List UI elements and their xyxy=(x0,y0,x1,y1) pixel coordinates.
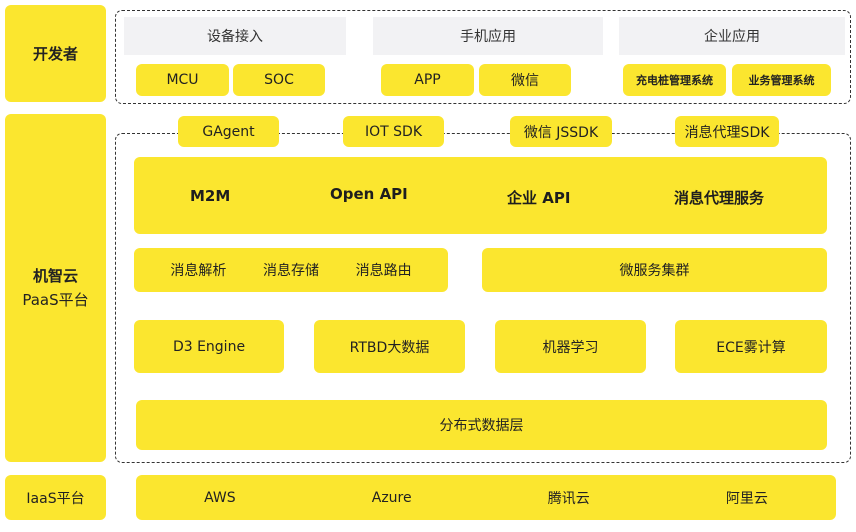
engine-label: RTBD大数据 xyxy=(349,339,430,356)
iaas-layer-label: IaaS平台 xyxy=(5,475,106,520)
developer-container xyxy=(115,10,851,104)
group-title: 手机应用 xyxy=(460,29,516,45)
item-business-system: 业务管理系统 xyxy=(732,64,831,96)
item-app: APP xyxy=(381,64,474,96)
group-title: 企业应用 xyxy=(704,29,760,45)
api-open: Open API xyxy=(330,185,408,203)
provider-alibaba-cloud: 阿里云 xyxy=(725,490,768,507)
item-label: APP xyxy=(414,72,441,88)
sdk-message-broker: 消息代理SDK xyxy=(675,116,779,147)
provider-azure: Azure xyxy=(371,489,412,506)
data-layer-label: 分布式数据层 xyxy=(439,418,524,434)
sdk-gagent: GAgent xyxy=(178,116,279,147)
sdk-wechat-js: 微信 JSSDK xyxy=(510,116,612,147)
item-label: 充电桩管理系统 xyxy=(636,74,713,87)
message-parse: 消息解析 xyxy=(170,263,227,279)
item-charging-pile-system: 充电桩管理系统 xyxy=(623,64,726,96)
provider-tencent-cloud: 腾讯云 xyxy=(547,490,590,507)
microservice-cluster: 微服务集群 xyxy=(482,248,827,292)
sdk-label: 微信 JSSDK xyxy=(523,124,599,141)
sdk-label: GAgent xyxy=(202,123,255,140)
engine-rtbd: RTBD大数据 xyxy=(314,320,465,373)
message-row: 消息解析 消息存储 消息路由 xyxy=(134,248,448,292)
sdk-label: 消息代理SDK xyxy=(684,124,770,141)
api-enterprise: 企业 API xyxy=(507,189,571,207)
group-header-mobile-apps: 手机应用 xyxy=(373,17,603,55)
microservice-label: 微服务集群 xyxy=(619,263,690,279)
developer-label-text: 开发者 xyxy=(32,44,78,63)
item-label: 业务管理系统 xyxy=(748,74,815,87)
sdk-iot: IOT SDK xyxy=(343,116,444,147)
item-label: SOC xyxy=(264,72,294,88)
paas-layer-label: 机智云 PaaS平台 xyxy=(5,114,106,462)
api-m2m: M2M xyxy=(190,187,231,205)
engine-ece: ECE雾计算 xyxy=(675,320,827,373)
paas-label-line1: 机智云 xyxy=(32,267,78,285)
engine-d3: D3 Engine xyxy=(134,320,284,373)
item-mcu: MCU xyxy=(136,64,229,96)
paas-label-line2: PaaS平台 xyxy=(22,291,89,309)
engine-ml: 机器学习 xyxy=(495,320,646,373)
message-storage: 消息存储 xyxy=(262,263,319,279)
developer-layer-label: 开发者 xyxy=(5,5,106,102)
paas-container xyxy=(115,133,851,463)
item-label: 微信 xyxy=(511,73,539,89)
item-wechat: 微信 xyxy=(479,64,571,96)
group-header-device-access: 设备接入 xyxy=(124,17,346,55)
item-soc: SOC xyxy=(233,64,325,96)
engine-label: 机器学习 xyxy=(542,339,599,356)
sdk-label: IOT SDK xyxy=(365,123,422,140)
group-title: 设备接入 xyxy=(207,29,263,45)
api-row: M2M Open API 企业 API 消息代理服务 xyxy=(134,157,827,234)
provider-aws: AWS xyxy=(204,489,236,506)
message-routing: 消息路由 xyxy=(355,263,412,279)
iaas-label-text: IaaS平台 xyxy=(26,490,85,507)
engine-label: ECE雾计算 xyxy=(716,339,786,356)
item-label: MCU xyxy=(166,72,199,88)
api-message-broker-service: 消息代理服务 xyxy=(674,189,765,207)
distributed-data-layer: 分布式数据层 xyxy=(136,400,827,450)
iaas-providers: AWS Azure 腾讯云 阿里云 xyxy=(136,475,836,520)
group-header-enterprise-apps: 企业应用 xyxy=(619,17,845,55)
engine-label: D3 Engine xyxy=(172,338,246,355)
